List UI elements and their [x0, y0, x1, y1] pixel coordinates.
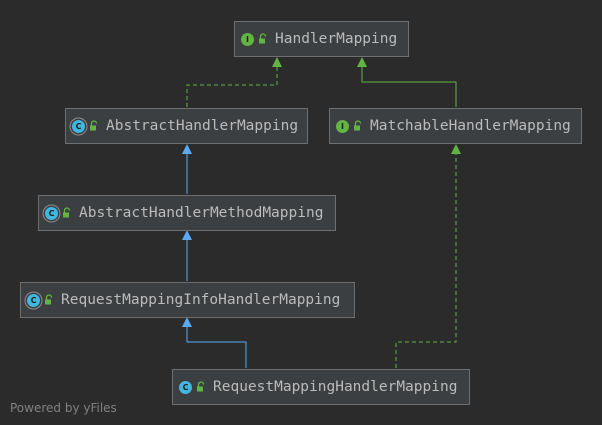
lock-icon: [259, 33, 267, 44]
edge-request-mapping-handler-implements-matchable: [395, 151, 457, 368]
abstract-class-icon: C: [45, 206, 58, 220]
edge-arrowhead: [272, 57, 282, 67]
interface-icon: I: [241, 32, 254, 46]
edge-arrowhead: [357, 57, 367, 67]
lock-icon: [197, 381, 205, 392]
lock-icon: [63, 207, 71, 218]
edge-arrowhead: [182, 317, 192, 327]
powered-by-label: Powered by yFiles: [10, 401, 117, 415]
class-icon: C: [179, 380, 192, 394]
node-label: AbstractHandlerMapping: [106, 118, 299, 134]
node-abstract-handler-mapping[interactable]: C AbstractHandlerMapping: [65, 108, 308, 144]
node-label: HandlerMapping: [275, 31, 398, 47]
node-matchable-handler-mapping[interactable]: I MatchableHandlerMapping: [329, 108, 582, 144]
node-label: RequestMappingHandlerMapping: [213, 379, 458, 395]
node-label: RequestMappingInfoHandlerMapping: [61, 292, 341, 308]
node-handler-mapping[interactable]: I HandlerMapping: [234, 21, 409, 57]
edge-request-mapping-handler-extends-request-mapping-info: [186, 324, 247, 368]
edge-matchable-handler-mapping-extends-handler-mapping: [361, 64, 457, 107]
edge-arrowhead: [182, 144, 192, 154]
interface-icon: I: [336, 119, 349, 133]
abstract-class-icon: C: [27, 293, 40, 307]
node-abstract-handler-method-mapping[interactable]: C AbstractHandlerMethodMapping: [38, 195, 336, 231]
lock-icon: [354, 120, 362, 131]
node-request-mapping-handler-mapping[interactable]: C RequestMappingHandlerMapping: [172, 369, 470, 405]
edge-abstract-handler-mapping-implements-handler-mapping: [186, 64, 278, 107]
lock-icon: [45, 294, 53, 305]
node-label: AbstractHandlerMethodMapping: [79, 205, 324, 221]
node-label: MatchableHandlerMapping: [370, 118, 571, 134]
edge-arrowhead: [182, 230, 192, 240]
node-request-mapping-info-handler-mapping[interactable]: C RequestMappingInfoHandlerMapping: [20, 282, 355, 318]
abstract-class-icon: C: [72, 119, 85, 133]
edge-arrowhead: [451, 144, 461, 154]
lock-icon: [90, 120, 98, 131]
